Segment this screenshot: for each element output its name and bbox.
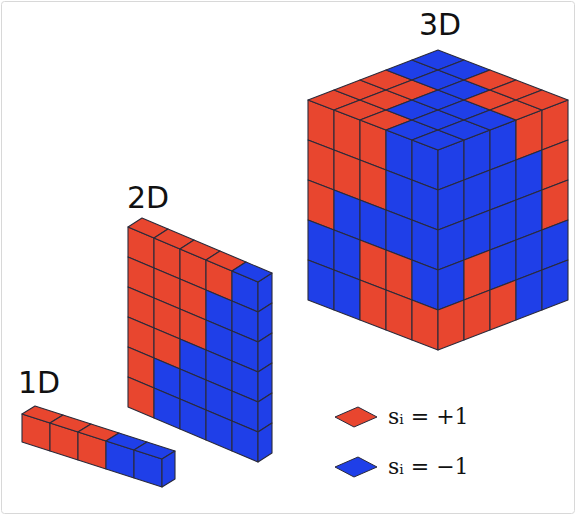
dimension-label: 1D: [18, 368, 60, 398]
spin-cube-face: [232, 262, 272, 282]
spin-cube-face: [180, 399, 206, 440]
legend-text: sᵢ = +1: [388, 405, 469, 429]
spin-cube-face: [438, 300, 464, 350]
dimension-label: 2D: [127, 183, 169, 213]
legend-item: sᵢ = −1: [332, 452, 469, 482]
spin-cube-face: [542, 260, 568, 310]
spin-cube-face: [516, 90, 568, 110]
legend-item: sᵢ = +1: [332, 402, 469, 432]
legend-text: sᵢ = −1: [388, 455, 469, 479]
spin-cube-face: [308, 260, 334, 310]
spin-cube-face: [386, 290, 412, 340]
spin-cube-face: [206, 410, 232, 451]
spin-cube-face: [464, 290, 490, 340]
legend-swatch-holder: [332, 452, 380, 482]
spin-cube-face: [258, 423, 272, 462]
dimension-label: 3D: [419, 10, 461, 40]
legend-swatch-holder: [332, 402, 380, 432]
spin-cube-face: [232, 421, 258, 462]
spin-cube-face: [162, 451, 175, 487]
spin-cube-face: [516, 270, 542, 320]
spin-cube-face: [128, 377, 154, 418]
spin-cube-face: [412, 300, 438, 350]
spin-cube-face: [334, 270, 360, 320]
spin-cube-face: [360, 280, 386, 330]
legend-swatch: [335, 407, 377, 427]
spin-cube-face: [154, 388, 180, 429]
legend-swatch: [335, 457, 377, 477]
spin-cube-face: [490, 280, 516, 330]
